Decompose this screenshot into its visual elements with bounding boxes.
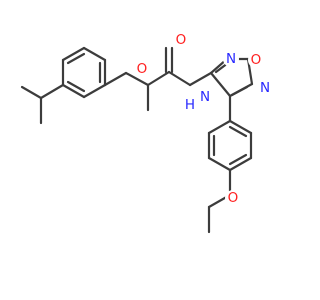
ring-oxygen-atom: O <box>248 52 264 68</box>
carbonyl-oxygen-atom: O <box>173 32 189 48</box>
bond-oxadiazole-double-2 <box>230 85 249 97</box>
bond-ring1-double-1 <box>66 52 86 65</box>
ring-nitrogen-right-atom: N <box>257 80 273 96</box>
bond-ring1-3 <box>82 46 107 62</box>
bond-isopropyl-methyl-left <box>20 85 43 100</box>
ring-nitrogen-top-label: N <box>226 51 236 67</box>
amide-nitrogen-atom: N <box>197 89 213 105</box>
bond-ring1-5 <box>82 83 107 99</box>
amide-nitrogen-label: N <box>200 89 210 105</box>
bond-ring1-to-oxygen <box>103 71 128 87</box>
bond-ring2-double-3 <box>228 125 248 138</box>
bond-isopropyl-to-ring <box>39 83 65 100</box>
bond-ring2-double-2 <box>228 153 248 166</box>
bond-ring2-3 <box>207 156 232 172</box>
atom-layer: O O N H N O N O <box>134 32 273 206</box>
bond-carbonyl-to-nitrogen <box>167 70 192 87</box>
bond-ring1-2 <box>61 46 86 62</box>
amide-hydrogen-label: H <box>185 97 195 113</box>
ring-nitrogen-top-atom: N <box>223 51 239 67</box>
ether-oxygen-bottom-atom: O <box>225 190 241 206</box>
bond-ring2-4 <box>228 156 253 172</box>
ring-nitrogen-right-label: N <box>260 80 270 96</box>
amide-hydrogen-atom: H <box>182 97 198 113</box>
bond-alpha-to-carbonyl <box>146 70 171 87</box>
ether-oxygen-left-atom: O <box>134 61 150 77</box>
ring-oxygen-label: O <box>251 52 262 68</box>
bond-ring2-1 <box>207 119 232 135</box>
bond-nitrogen-to-oxadiazole <box>188 71 213 87</box>
chemical-structure: O O N H N O N O <box>20 32 273 234</box>
bond-oxadiazole-c4-c3 <box>209 71 232 98</box>
bond-oxygen-to-alpha-carbon <box>124 71 150 87</box>
bond-ring2-6 <box>228 119 253 135</box>
ether-oxygen-left-label: O <box>137 61 148 77</box>
bond-ring1-double-3 <box>66 80 86 93</box>
carbonyl-oxygen-label: O <box>176 32 187 48</box>
ether-oxygen-bottom-label: O <box>228 190 239 206</box>
bond-ring1-6 <box>61 83 86 99</box>
